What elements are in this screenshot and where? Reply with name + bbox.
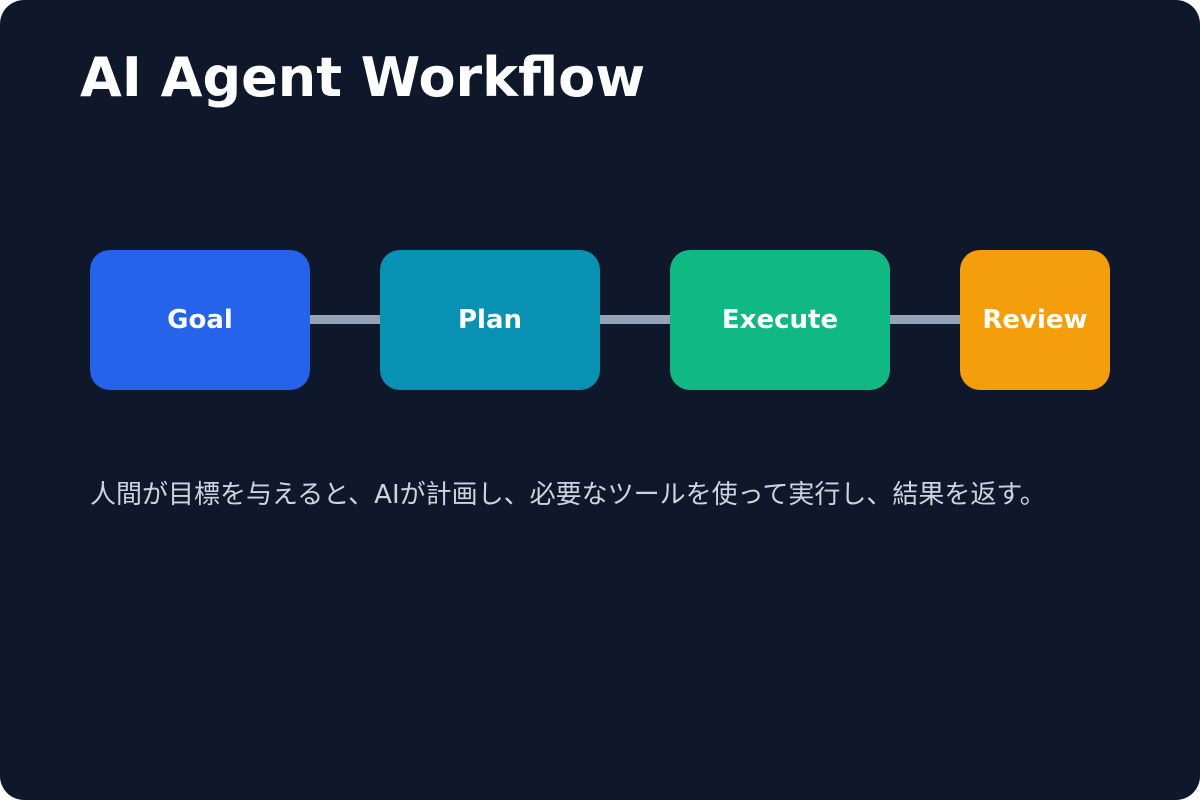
diagram-title: AI Agent Workflow — [80, 46, 646, 109]
node-review[interactable]: Review — [960, 250, 1110, 390]
connector-goal-plan — [305, 315, 385, 324]
connector-plan-execute — [595, 315, 675, 324]
node-review-label: Review — [982, 305, 1088, 335]
connector-execute-review — [885, 315, 965, 324]
node-plan-label: Plan — [457, 305, 523, 335]
node-goal[interactable]: Goal — [90, 250, 310, 390]
node-goal-label: Goal — [167, 305, 233, 335]
node-execute-label: Execute — [721, 305, 839, 335]
node-execute[interactable]: Execute — [670, 250, 890, 390]
node-plan[interactable]: Plan — [380, 250, 600, 390]
workflow-description: 人間が目標を与えると、AIが計画し、必要なツールを使って実行し、結果を返す。 — [90, 480, 1046, 510]
